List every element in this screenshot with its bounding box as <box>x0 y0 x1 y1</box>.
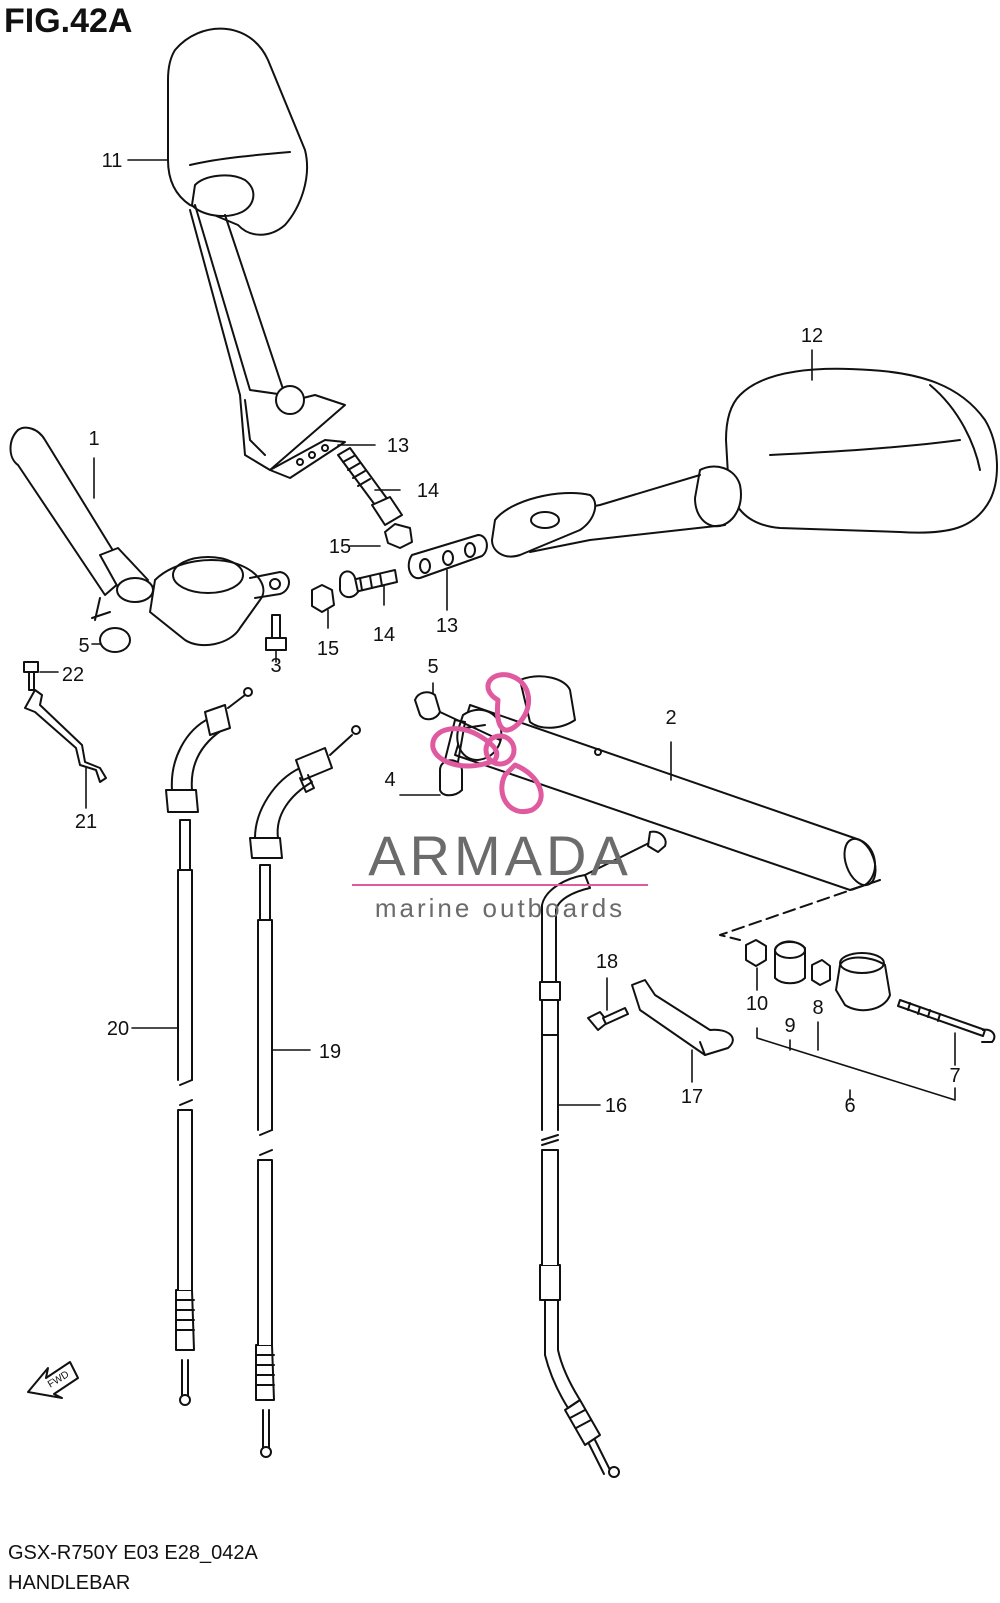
watermark-logo <box>430 672 544 815</box>
left-mirror <box>167 27 346 471</box>
bar-end-parts <box>745 939 996 1043</box>
bolt-upper <box>337 447 403 526</box>
callout-5: 5 <box>427 656 438 678</box>
watermark-tagline: marine outboards <box>375 893 625 923</box>
bracket-21 <box>24 689 107 783</box>
left-handlebar <box>9 426 290 647</box>
callout-8: 8 <box>812 997 823 1019</box>
callout-10: 10 <box>746 993 768 1015</box>
callout-16: 16 <box>605 1095 627 1117</box>
callout-11: 11 <box>102 150 123 172</box>
watermark: ARMADA marine outboards <box>352 672 648 923</box>
callout-1: 1 <box>88 428 99 450</box>
bolt-lower <box>339 569 398 598</box>
model-code: GSX-R750Y E03 E28_042A <box>8 1542 258 1564</box>
callout-22: 22 <box>62 664 84 686</box>
callout-7: 7 <box>949 1065 960 1087</box>
callout-4: 4 <box>384 769 395 791</box>
bolt-18 <box>587 1007 629 1031</box>
callout-17: 17 <box>681 1086 703 1108</box>
gasket-lower <box>407 534 488 580</box>
cable-16 <box>539 830 667 1478</box>
section-name: HANDLEBAR <box>8 1572 131 1594</box>
callout-18: 18 <box>596 951 618 973</box>
callout-15: 15 <box>329 536 351 558</box>
callout-13: 13 <box>387 435 409 457</box>
callout-19: 19 <box>319 1041 341 1063</box>
cap-right <box>414 691 441 721</box>
bar-end-guide <box>719 879 881 941</box>
callout-13: 13 <box>436 615 458 637</box>
callout-14: 14 <box>417 480 439 502</box>
watermark-rule <box>352 884 648 886</box>
callout-14: 14 <box>373 624 395 646</box>
figure-title: FIG.42A <box>4 2 133 40</box>
callout-15: 15 <box>317 638 339 660</box>
bolt-22 <box>23 661 39 691</box>
callout-6: 6 <box>844 1095 855 1117</box>
bracket-17 <box>631 979 734 1056</box>
cable-19 <box>249 725 361 1458</box>
bolt-3 <box>265 614 287 651</box>
callout-3: 3 <box>270 655 281 677</box>
callout-5: 5 <box>78 635 89 657</box>
cap-left <box>99 627 131 653</box>
callout-12: 12 <box>801 325 823 347</box>
nut-lower <box>311 584 335 613</box>
gasket-upper <box>269 439 346 479</box>
nut-upper <box>384 523 413 549</box>
watermark-brand: ARMADA <box>368 824 632 887</box>
callout-21: 21 <box>75 811 97 833</box>
fwd-arrow: FWD <box>27 1361 79 1399</box>
right-mirror <box>491 367 998 558</box>
leader-lines <box>39 159 956 1106</box>
callout-20: 20 <box>107 1018 129 1040</box>
cable-20 <box>165 687 253 1406</box>
callout-9: 9 <box>784 1015 795 1037</box>
callout-2: 2 <box>665 707 676 729</box>
